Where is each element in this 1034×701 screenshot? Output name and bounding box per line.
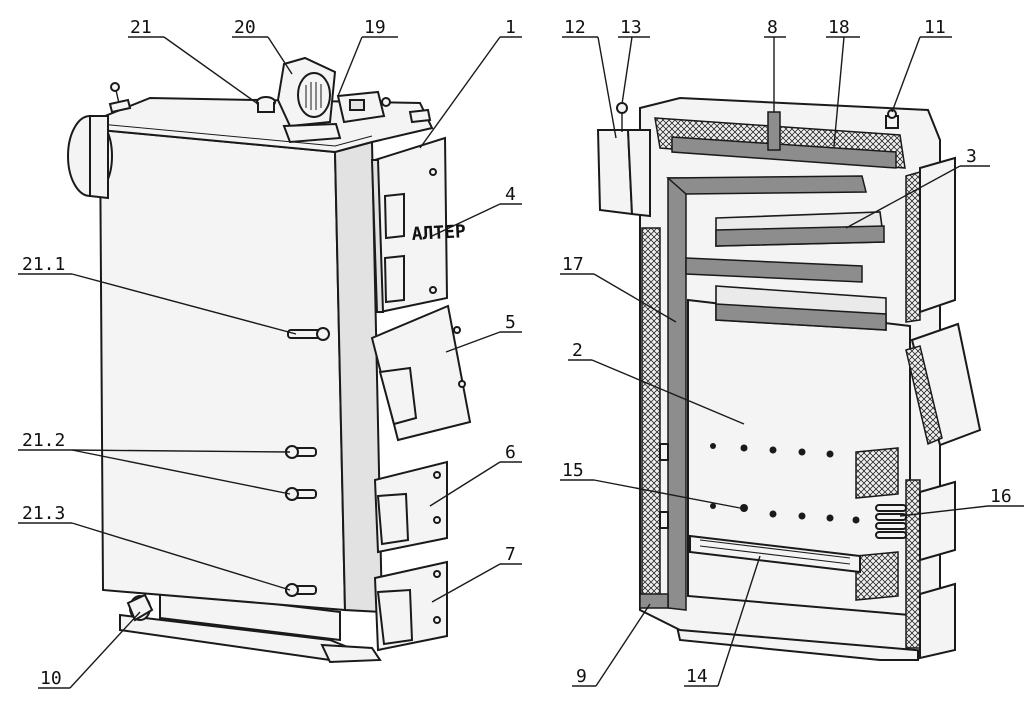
callout-21-1: 21.1 — [22, 254, 65, 275]
latch-21-2b — [285, 487, 317, 501]
boiler-exterior-view: АЛТЕР — [67, 56, 472, 664]
callouts: 21 20 19 1 4 5 6 7 21.1 — [18, 17, 1024, 689]
cutaway-door-7 — [919, 582, 956, 660]
right-insulation — [905, 171, 921, 323]
latch-21-3 — [285, 583, 317, 597]
cleaning-pipe-10 — [126, 593, 154, 622]
callout-15: 15 — [562, 460, 584, 481]
callout-16: 16 — [990, 486, 1012, 507]
cutaway-door-6 — [919, 480, 956, 562]
callout-18: 18 — [828, 17, 850, 38]
callout-10: 10 — [40, 668, 62, 689]
callout-21-2: 21.2 — [22, 430, 65, 451]
draft-fan-20 — [256, 56, 342, 144]
door-7 — [373, 560, 448, 652]
callout-20: 20 — [234, 17, 256, 38]
base-frame — [119, 588, 382, 664]
callout-5: 5 — [505, 312, 516, 333]
latch-21-2a — [285, 445, 317, 459]
door-5 — [370, 304, 472, 442]
latch-21-1 — [287, 327, 330, 341]
callout-11: 11 — [924, 17, 946, 38]
boiler-cutaway-view — [596, 96, 982, 661]
cutaway-door-upper — [919, 156, 956, 314]
callout-4: 4 — [505, 184, 516, 205]
controller-19 — [336, 90, 391, 124]
flue-collar — [67, 115, 113, 200]
callout-2: 2 — [572, 340, 583, 361]
side-panel — [98, 128, 347, 612]
callout-1: 1 — [505, 17, 516, 38]
top-lever — [108, 82, 132, 114]
left-insulation — [641, 227, 661, 601]
air-nozzles-16 — [875, 504, 907, 539]
flue-box-12 — [596, 129, 651, 218]
water-jacket-side-17 — [667, 177, 687, 611]
water-jacket-top-18 — [671, 136, 897, 169]
air-vent-11 — [885, 109, 899, 129]
callout-6: 6 — [505, 442, 516, 463]
callout-7: 7 — [505, 544, 516, 565]
hook-13 — [616, 102, 628, 132]
callout-19: 19 — [364, 17, 386, 38]
callout-21: 21 — [130, 17, 152, 38]
grate-14 — [689, 534, 861, 574]
air-holes-row-2 — [710, 503, 860, 524]
callout-17: 17 — [562, 254, 584, 275]
callout-12: 12 — [564, 17, 586, 38]
callout-14: 14 — [686, 666, 708, 687]
callout-13: 13 — [620, 17, 642, 38]
air-holes-row-1 — [710, 443, 834, 458]
callout-21-3: 21.3 — [22, 503, 65, 524]
callout-9: 9 — [576, 666, 587, 687]
door-6 — [373, 460, 448, 554]
outlet-nozzle-8 — [767, 111, 781, 151]
callout-3: 3 — [966, 146, 977, 167]
return-nozzle-9 — [639, 593, 669, 609]
callout-8: 8 — [767, 17, 778, 38]
door-4: АЛТЕР — [370, 136, 467, 314]
